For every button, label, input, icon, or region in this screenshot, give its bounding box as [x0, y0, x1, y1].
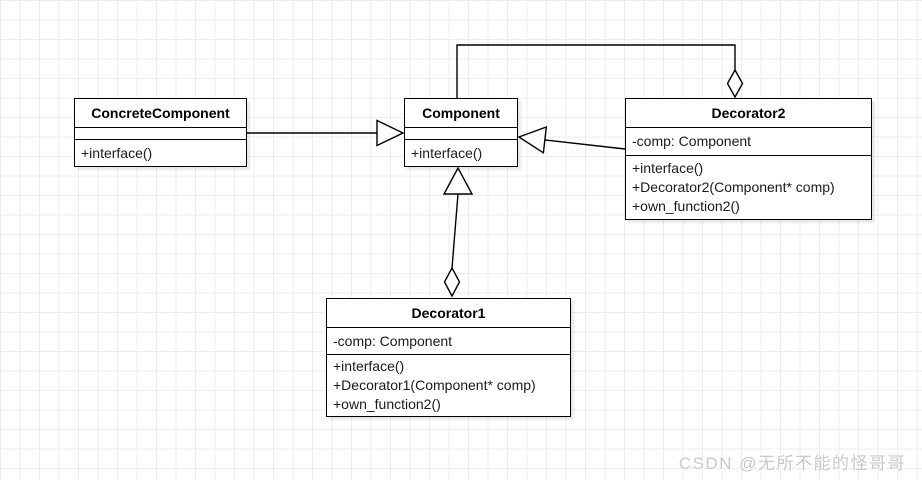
class-methods: +interface() +Decorator1(Component* comp…: [327, 354, 570, 416]
class-method: +own_function2(): [333, 396, 441, 412]
class-box-decorator2: Decorator2 -comp: Component +interface()…: [625, 98, 872, 220]
class-method: +own_function2(): [632, 198, 740, 214]
class-methods: +interface(): [405, 139, 517, 166]
hollow-diamond-aggregation-icon: [443, 266, 461, 298]
hollow-triangle-arrowhead-icon: [517, 125, 548, 155]
class-name: Decorator2: [711, 105, 786, 121]
class-methods: +interface() +Decorator2(Component* comp…: [626, 155, 871, 219]
aggregation-line-decorator2-component: [456, 44, 736, 98]
class-attribute: -comp: Component: [632, 133, 752, 149]
class-method: +interface(): [81, 144, 153, 161]
class-name: Component: [422, 105, 500, 121]
class-name: Decorator1: [411, 305, 486, 321]
class-box-decorator1: Decorator1 -comp: Component +interface()…: [326, 298, 571, 417]
generalization-line-decorator2-component: [544, 139, 626, 150]
hollow-triangle-arrowhead-icon: [442, 166, 474, 195]
class-box-concretecomponent: ConcreteComponent +interface(): [74, 98, 247, 167]
class-attributes-empty: [75, 127, 246, 139]
class-name: ConcreteComponent: [91, 105, 230, 121]
class-method: +interface(): [333, 358, 405, 374]
generalization-line-decorator1-component: [451, 193, 459, 269]
class-attribute: -comp: Component: [333, 332, 453, 349]
watermark: CSDN @无所不能的怪哥哥: [678, 454, 906, 473]
class-method: +interface(): [411, 144, 483, 161]
class-attributes-empty: [405, 127, 517, 139]
class-methods: +interface(): [75, 139, 246, 166]
class-method: +Decorator2(Component* comp): [632, 179, 835, 195]
class-method: +Decorator1(Component* comp): [333, 377, 536, 393]
class-attributes: -comp: Component: [327, 327, 570, 354]
hollow-triangle-arrowhead-icon: [376, 119, 405, 147]
class-box-component: Component +interface(): [404, 98, 518, 167]
class-method: +interface(): [632, 160, 704, 176]
hollow-diamond-aggregation-icon: [726, 68, 744, 99]
class-attributes: -comp: Component: [626, 127, 871, 155]
